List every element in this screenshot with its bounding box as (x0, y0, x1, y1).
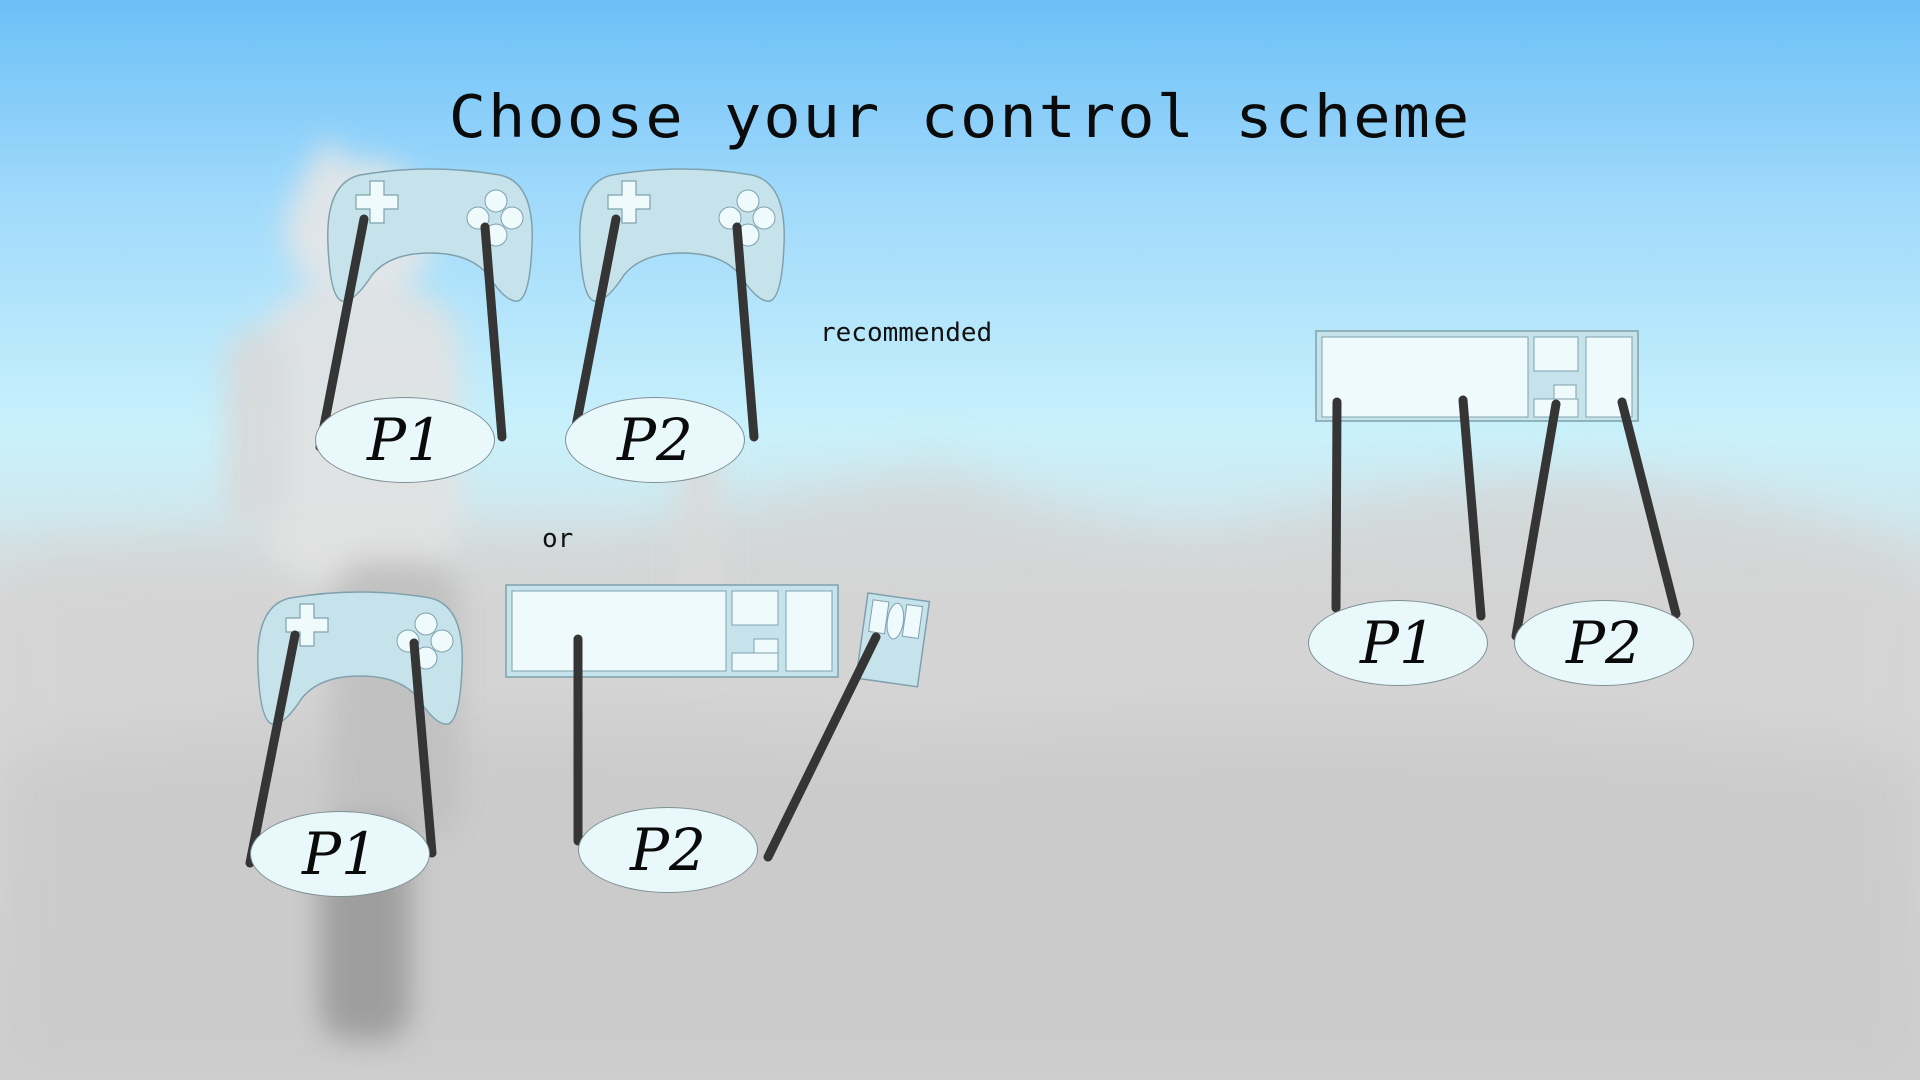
or-label: or (542, 524, 574, 554)
recommended-label: recommended (820, 318, 993, 348)
cable (567, 214, 621, 452)
cable (315, 214, 369, 452)
mouse-icon (855, 592, 931, 688)
player-2-badge: P2 (1514, 600, 1694, 686)
player-2-badge: P2 (565, 397, 745, 483)
cable (732, 222, 759, 442)
gamepad-icon (257, 591, 463, 725)
player-1-badge: P1 (250, 811, 430, 897)
keyboard-icon (1315, 330, 1639, 422)
scheme-gamepad-and-keyboard-mouse[interactable]: P1 P2 (240, 584, 960, 905)
player-2-badge: P2 (578, 807, 758, 893)
cable (480, 222, 507, 442)
page-title: Choose your control scheme (448, 81, 1472, 151)
player-1-badge: P1 (1308, 600, 1488, 686)
scheme-shared-keyboard[interactable]: P1 P2 (1300, 330, 1700, 690)
scheme-two-gamepads[interactable]: P1 P2 (310, 165, 800, 495)
keyboard-icon (505, 584, 839, 678)
player-1-badge: P1 (315, 397, 495, 483)
